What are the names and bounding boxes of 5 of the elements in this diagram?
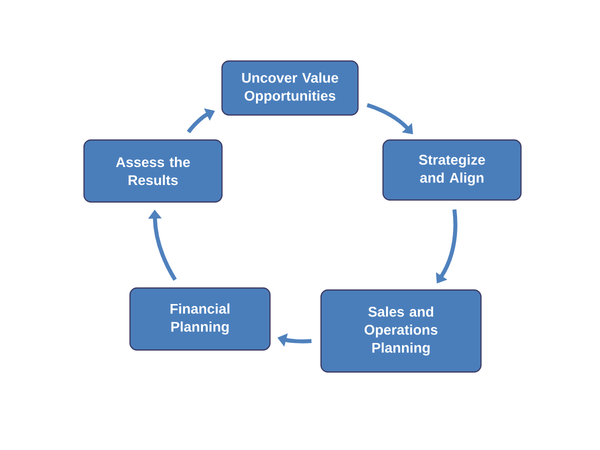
process-box: Sales and Operations Planning bbox=[320, 289, 482, 373]
process-box: Strategize and Align bbox=[382, 139, 522, 201]
process-box: Financial Planning bbox=[129, 287, 271, 351]
process-box: Uncover Value Opportunities bbox=[221, 60, 359, 116]
process-box: Assess the Results bbox=[83, 139, 223, 203]
